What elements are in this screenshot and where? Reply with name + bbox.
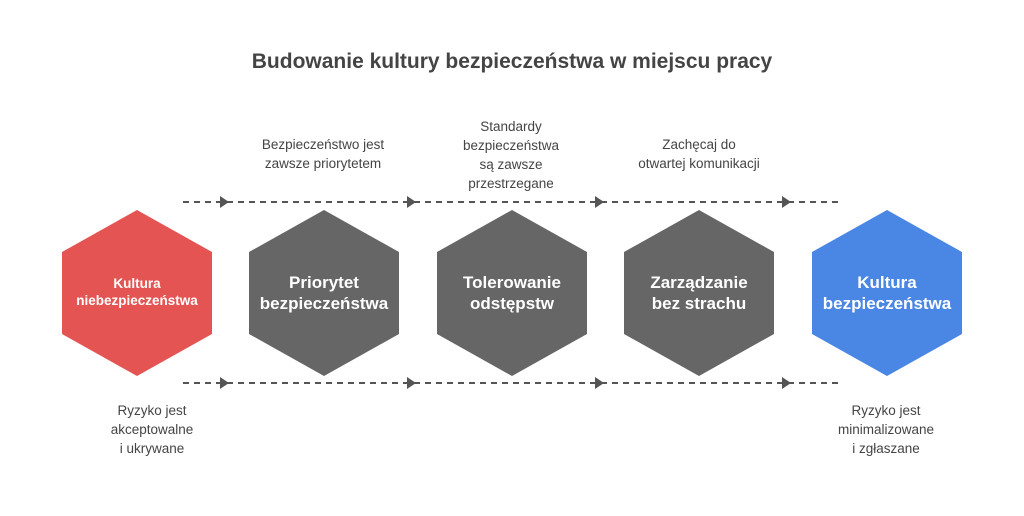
hexagons <box>62 210 962 376</box>
stage-label-line: Zarządzanie <box>650 272 748 292</box>
stage-management: Zarządzanie bez strachu <box>624 210 774 376</box>
stage-label-line: bez strachu <box>651 294 747 313</box>
hexagon-shape <box>624 210 774 376</box>
arrow-head-icon <box>595 377 604 389</box>
stage-label-line: bezpieczeństwa <box>822 294 952 313</box>
stage-label-line: niebezpieczeństwa <box>76 293 198 308</box>
stage-end: Kultura bezpieczeństwa <box>812 210 962 376</box>
hexagon-shape <box>437 210 587 376</box>
arrow-head-icon <box>782 377 791 389</box>
stage-label-line: bezpieczeństwa <box>259 294 389 313</box>
arrow-head-icon <box>595 196 604 208</box>
connector-lines <box>183 196 842 389</box>
stage-label-line: Tolerowanie <box>463 272 561 292</box>
arrow-head-icon <box>220 196 229 208</box>
hexagon-shape <box>812 210 962 376</box>
arrow-head-icon <box>220 377 229 389</box>
stage-label-line: odstępstw <box>469 294 555 313</box>
stage-label-line: Priorytet <box>289 272 359 292</box>
arrow-head-icon <box>407 196 416 208</box>
stage-tolerance: Tolerowanie odstępstw <box>437 210 587 376</box>
arrow-head-icon <box>407 377 416 389</box>
stage-priority: Priorytet bezpieczeństwa <box>249 210 399 376</box>
arrow-head-icon <box>782 196 791 208</box>
hexagon-shape <box>249 210 399 376</box>
hexagon-shape <box>62 210 212 376</box>
diagram-title: Budowanie kultury bezpieczeństwa w miejs… <box>251 50 773 73</box>
stage-label-line: Kultura <box>113 276 161 292</box>
stage-label-line: Kultura <box>857 272 917 292</box>
